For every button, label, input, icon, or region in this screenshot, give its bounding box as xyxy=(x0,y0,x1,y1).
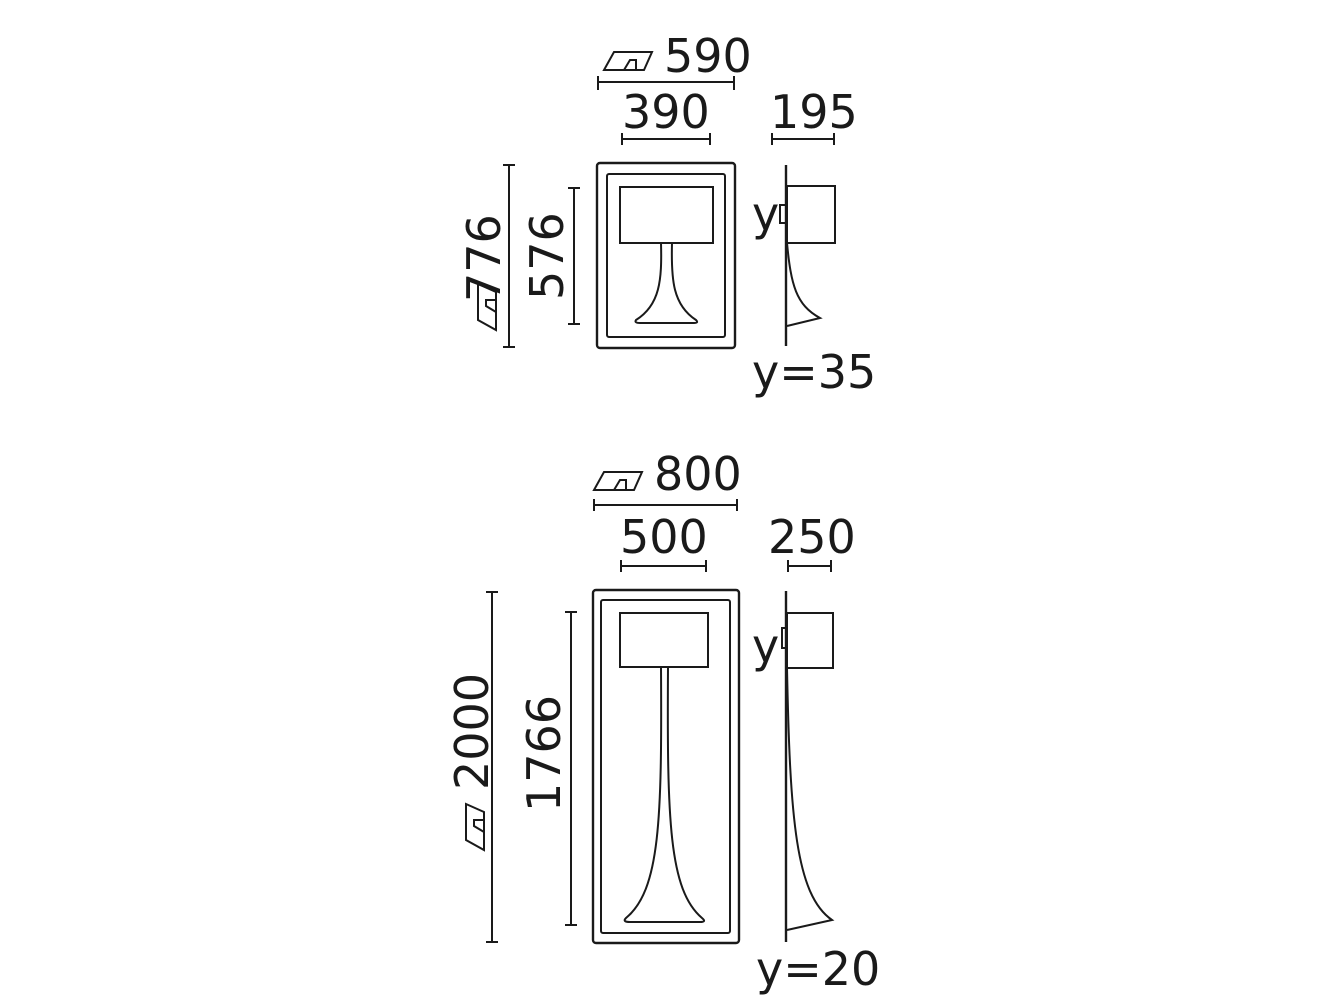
floor-box-inner-outline xyxy=(600,599,731,934)
floor-lamp-height-dimension-line xyxy=(565,611,577,926)
floor-lamp-width-label: 500 xyxy=(620,510,708,564)
table-box-inner-outline xyxy=(606,173,726,338)
table-box-width-label: 590 xyxy=(664,29,752,83)
table-lamp-front-view xyxy=(619,186,714,324)
table-box-height-label: 776 xyxy=(457,214,511,302)
table-y-value: y=35 xyxy=(752,345,876,399)
table-lamp-side-shade xyxy=(786,185,836,244)
floor-lamp-side-shade xyxy=(786,612,834,669)
floor-lamp-shade xyxy=(619,612,709,668)
table-depth-dimension-line xyxy=(771,133,835,145)
table-y-marker: y xyxy=(752,187,779,241)
floor-box-width-dimension-line xyxy=(593,499,738,511)
table-lamp-side-stem xyxy=(786,242,823,327)
floor-box-height-label: 2000 xyxy=(445,673,499,790)
table-box-width-dimension-line xyxy=(597,76,735,90)
table-box-height-dimension-line xyxy=(503,164,515,348)
floor-lamp-height-label: 1766 xyxy=(517,695,571,812)
table-lamp-height-label: 576 xyxy=(520,212,574,300)
floor-y-value: y=20 xyxy=(756,942,880,996)
floor-lamp-front-view xyxy=(619,612,709,923)
floor-box-height-dimension-line xyxy=(486,591,498,943)
table-lamp-drawing: 590 390 195 776 xyxy=(457,29,876,399)
floor-box-outline xyxy=(591,588,741,945)
table-lamp-side-bracket xyxy=(779,204,788,224)
floor-depth-dimension-line xyxy=(787,560,832,572)
floor-lamp-side-bracket xyxy=(781,627,788,649)
floor-lamp-side-view xyxy=(781,591,835,942)
floor-lamp-side-stem xyxy=(786,667,835,931)
table-depth-label: 195 xyxy=(770,85,858,139)
table-lamp-shade xyxy=(619,186,714,244)
floor-depth-label: 250 xyxy=(768,510,856,564)
box-packaging-icon xyxy=(592,471,644,491)
floor-lamp-drawing: 800 500 250 2000 xyxy=(445,447,880,996)
table-lamp-side-view xyxy=(779,165,836,346)
floor-box-width-label: 800 xyxy=(654,447,742,501)
table-lamp-width-dimension-line xyxy=(621,133,711,145)
box-packaging-icon xyxy=(465,802,485,852)
table-lamp-width-label: 390 xyxy=(622,85,710,139)
table-lamp-stem xyxy=(634,242,699,324)
floor-lamp-width-dimension-line xyxy=(620,560,707,572)
floor-lamp-stem xyxy=(623,666,706,923)
floor-y-marker: y xyxy=(752,619,779,673)
box-packaging-icon xyxy=(477,282,497,332)
table-box-outline xyxy=(595,161,737,350)
table-lamp-height-dimension-line xyxy=(568,187,580,325)
box-packaging-icon xyxy=(602,51,654,71)
